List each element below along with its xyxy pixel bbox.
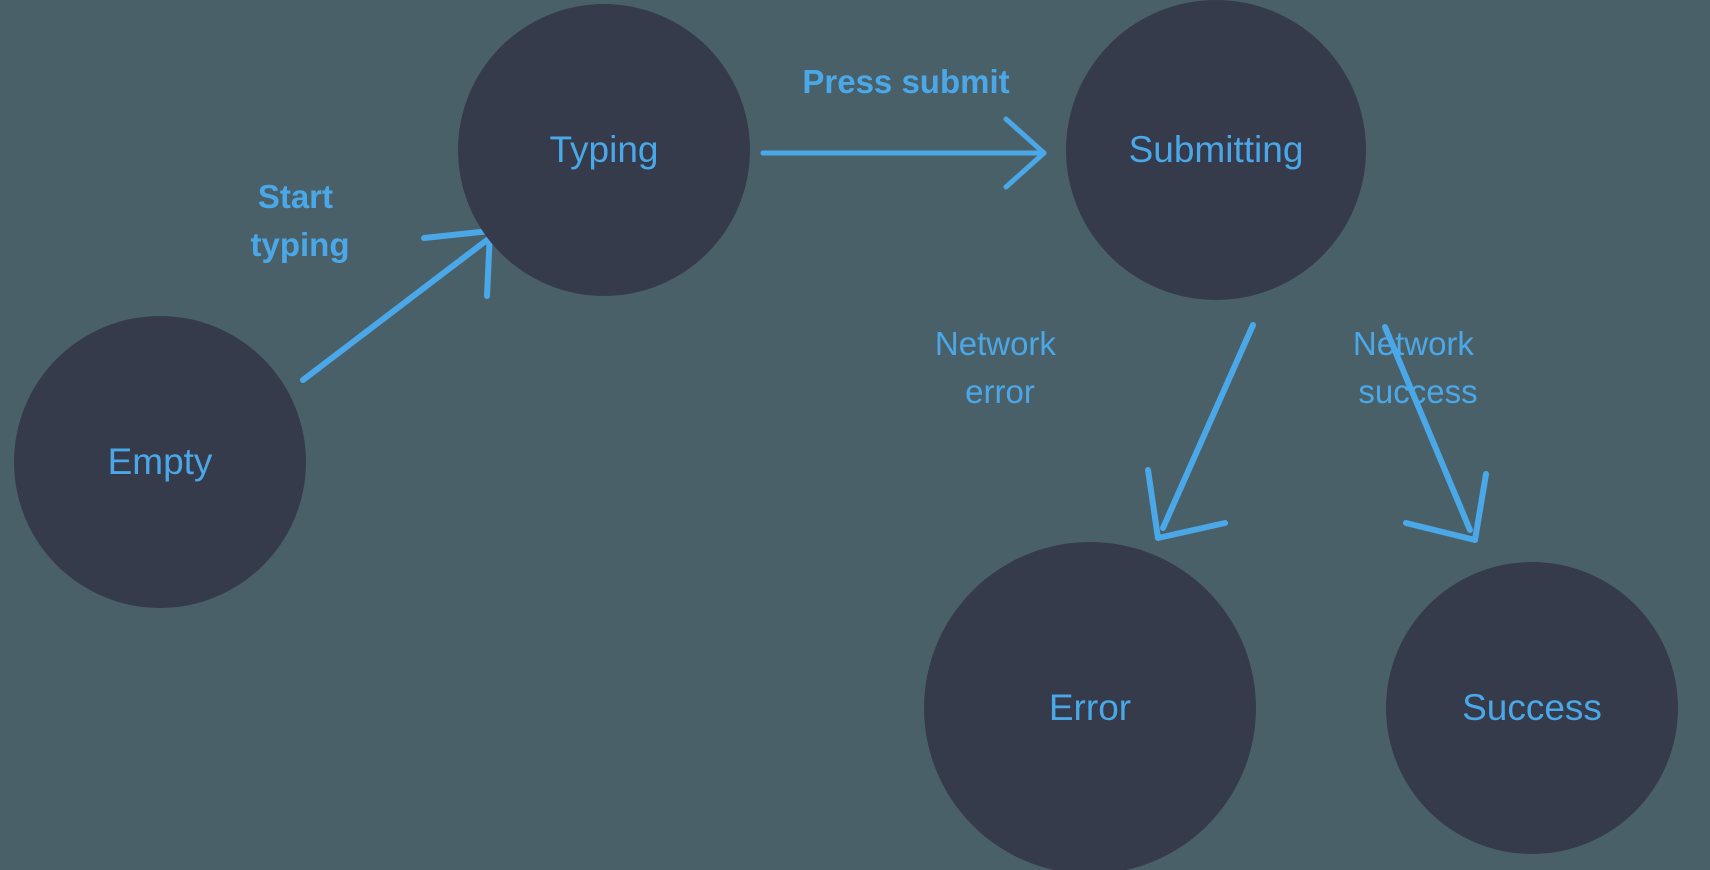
typing-label: Typing	[549, 129, 658, 170]
network-error-arrow-line	[1160, 322, 1256, 531]
submitting-label: Submitting	[1129, 129, 1304, 170]
network-success-label-line-2: success	[1358, 373, 1477, 410]
error-circle	[924, 542, 1256, 870]
state-node-typing[interactable]: Typing	[458, 4, 750, 296]
empty-label: Empty	[108, 441, 213, 482]
empty-circle	[14, 316, 306, 608]
error-label: Error	[1049, 687, 1131, 728]
network-success-label: Network success	[1353, 325, 1483, 410]
network-error-arrow-head	[1145, 467, 1228, 541]
transition-network-success[interactable]: Network success	[1353, 324, 1489, 543]
start-typing-arrow-line	[300, 237, 490, 383]
press-submit-arrow-head	[1003, 116, 1047, 190]
state-node-error[interactable]: Error	[924, 542, 1256, 870]
network-error-label-line-2: error	[965, 373, 1035, 410]
network-error-label: Network error	[935, 325, 1065, 410]
start-typing-label: Start typing	[251, 178, 350, 263]
submitting-circle	[1066, 0, 1366, 300]
start-typing-label-line-1: Start	[258, 178, 333, 215]
state-node-submitting[interactable]: Submitting	[1066, 0, 1366, 300]
network-success-arrow-line	[1382, 324, 1473, 533]
transition-start-typing[interactable]: Start typing	[251, 178, 493, 383]
transition-press-submit[interactable]: Press submit	[760, 63, 1047, 190]
transition-network-error[interactable]: Network error	[935, 322, 1256, 541]
success-circle	[1386, 562, 1678, 854]
state-node-success[interactable]: Success	[1386, 562, 1678, 854]
start-typing-label-line-2: typing	[251, 226, 350, 263]
press-submit-label: Press submit	[802, 63, 1009, 100]
state-node-empty[interactable]: Empty	[14, 316, 306, 608]
success-label: Success	[1462, 687, 1602, 728]
network-error-label-line-1: Network	[935, 325, 1057, 362]
typing-circle	[458, 4, 750, 296]
network-success-label-line-1: Network	[1353, 325, 1475, 362]
network-success-arrow-head	[1403, 471, 1489, 543]
